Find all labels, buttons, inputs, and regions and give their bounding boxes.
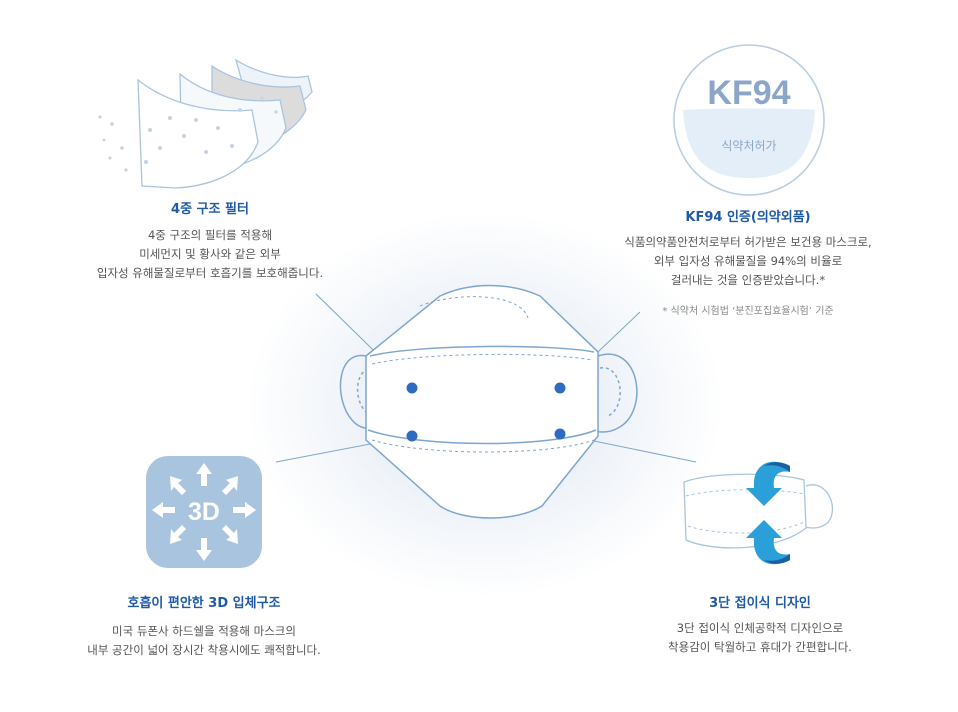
folding-desc-line-2: 착용감이 탁월하고 휴대가 간편합니다.: [668, 640, 852, 654]
mask-feature-dots: [406, 382, 566, 442]
kf94-badge-main-text: KF94: [707, 74, 790, 112]
3d-desc-line-2: 내부 공간이 넓어 장시간 착용시에도 쾌적합니다.: [87, 643, 321, 657]
fold-arrow-up-icon: [746, 520, 790, 565]
kf94-desc-line-3: 걸러내는 것을 인증받았습니다.*: [670, 273, 826, 287]
filter-title: 4중 구조 필터: [171, 202, 249, 217]
folding-desc-line-1: 3단 접이식 인체공학적 디자인으로: [676, 621, 844, 635]
filter-desc-line-3: 입자성 유해물질로부터 호흡기를 보호해줍니다.: [96, 266, 324, 280]
filter-desc-line-1: 4중 구조의 필터를 적용해: [147, 228, 273, 242]
3d-desc-line-1: 미국 듀폰사 하드쉘을 적용해 마스크의: [112, 624, 296, 638]
filter-layers-illustration: [137, 58, 313, 189]
kf94-desc-line-1: 식품의약품안전처로부터 허가받은 보건용 마스크로,: [624, 235, 872, 249]
kf94-footnote: * 식약처 시험법 ‘분진포집효율시험’ 기준: [662, 306, 834, 317]
mask-illustration: [339, 284, 638, 519]
filter-desc-line-2: 미세먼지 및 황사와 같은 외부: [139, 247, 281, 261]
kf94-title: KF94 인증(의약외품): [685, 210, 811, 225]
kf94-badge: KF94 식약처허가: [673, 44, 825, 196]
kf94-badge-sub-text: 식약처허가: [721, 138, 776, 153]
3d-title: 호흡이 편안한 3D 입체구조: [127, 596, 281, 611]
particle-dots: [98, 96, 278, 172]
folding-title: 3단 접이식 디자인: [709, 596, 811, 611]
3d-icon-label: 3D: [188, 498, 220, 526]
kf94-desc-line-2: 외부 입자성 유해물질을 94%의 비율로: [653, 254, 843, 268]
fold-arrow-down-icon: [746, 461, 790, 506]
3d-structure-icon: 3D: [146, 456, 262, 568]
